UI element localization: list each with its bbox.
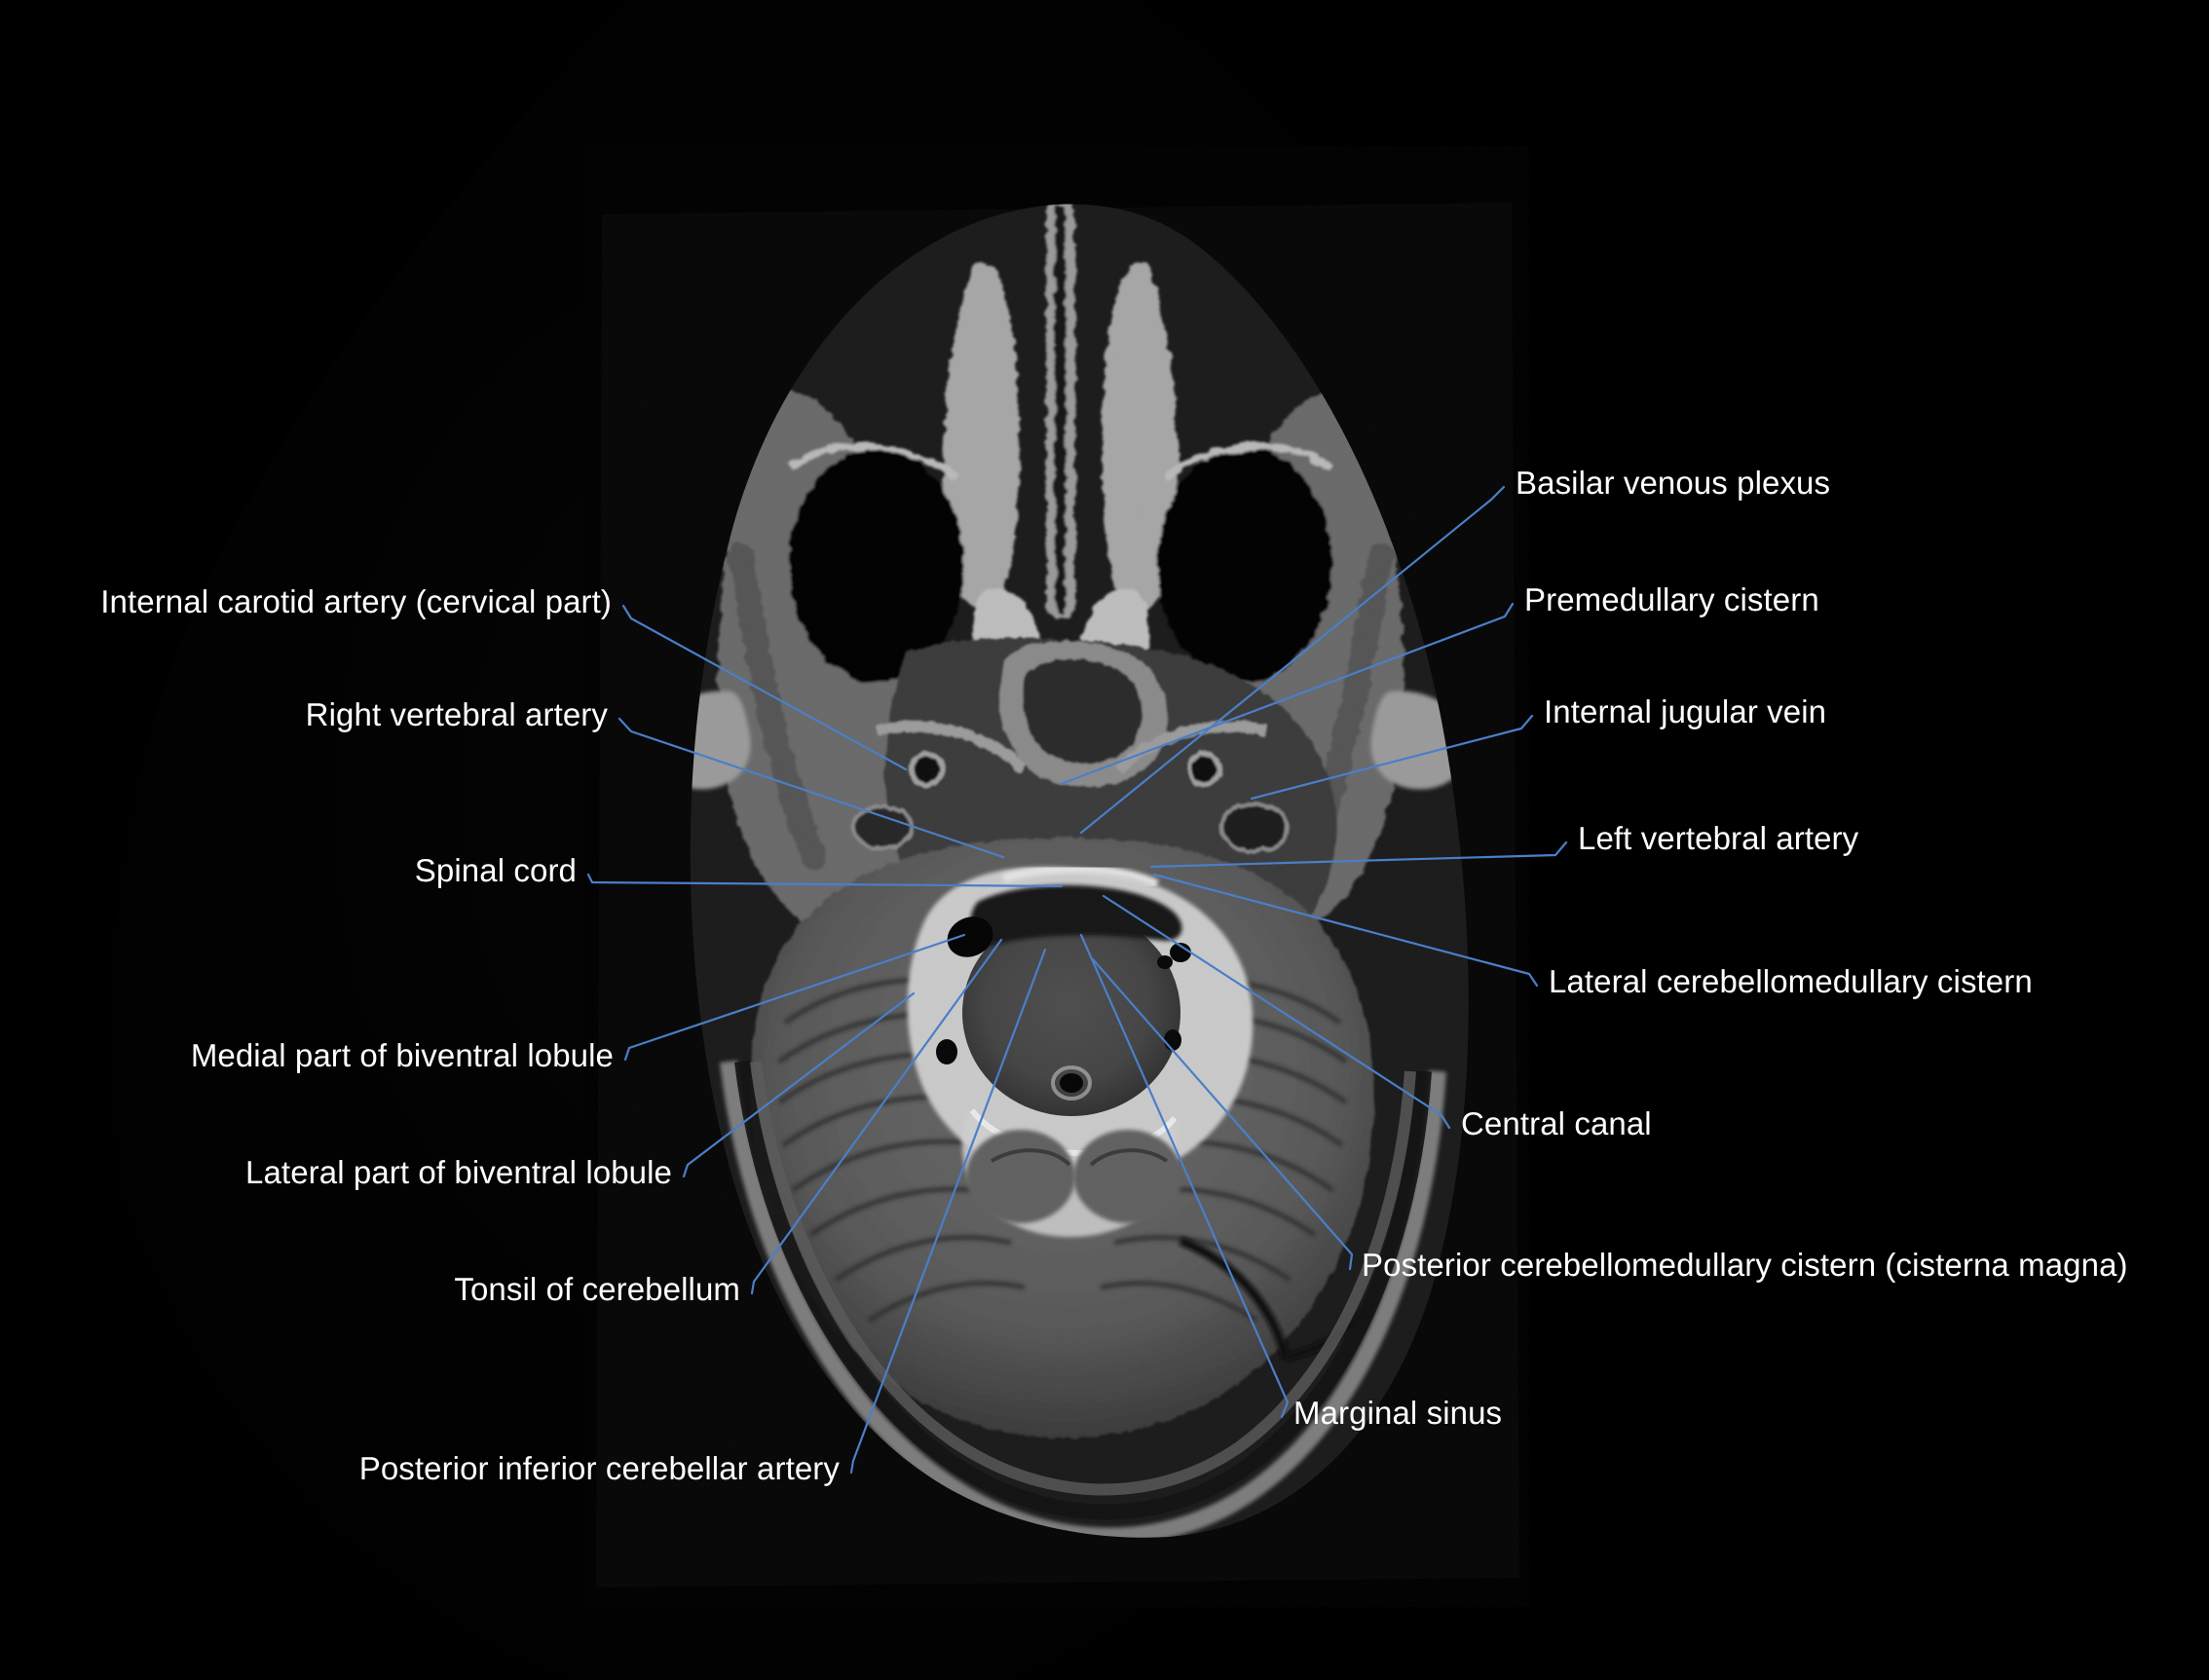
label-premedullary-cistern[interactable]: Premedullary cistern bbox=[1524, 581, 1819, 617]
label-left-vertebral-artery[interactable]: Left vertebral artery bbox=[1578, 820, 1859, 856]
mri-axial-image bbox=[584, 146, 1529, 1607]
label-internal-jugular-vein[interactable]: Internal jugular vein bbox=[1544, 693, 1827, 729]
label-posterior-cerebellomedullary-cistern[interactable]: Posterior cerebellomedullary cistern (ci… bbox=[1362, 1247, 2128, 1283]
label-marginal-sinus[interactable]: Marginal sinus bbox=[1293, 1395, 1503, 1431]
label-lateral-cerebellomedullary-cistern[interactable]: Lateral cerebellomedullary cistern bbox=[1549, 963, 2033, 999]
label-basilar-venous-plexus[interactable]: Basilar venous plexus bbox=[1516, 465, 1831, 501]
label-central-canal[interactable]: Central canal bbox=[1461, 1105, 1652, 1141]
label-spinal-cord[interactable]: Spinal cord bbox=[414, 852, 577, 888]
label-posterior-inferior-cerebellar-artery[interactable]: Posterior inferior cerebellar artery bbox=[358, 1450, 840, 1486]
label-lateral-part-of-biventral-lobule[interactable]: Lateral part of biventral lobule bbox=[245, 1154, 672, 1190]
label-medial-part-of-biventral-lobule[interactable]: Medial part of biventral lobule bbox=[190, 1037, 614, 1073]
label-internal-carotid-artery-cervical-part[interactable]: Internal carotid artery (cervical part) bbox=[100, 583, 612, 619]
label-tonsil-of-cerebellum[interactable]: Tonsil of cerebellum bbox=[454, 1271, 740, 1307]
label-right-vertebral-artery[interactable]: Right vertebral artery bbox=[305, 696, 608, 732]
